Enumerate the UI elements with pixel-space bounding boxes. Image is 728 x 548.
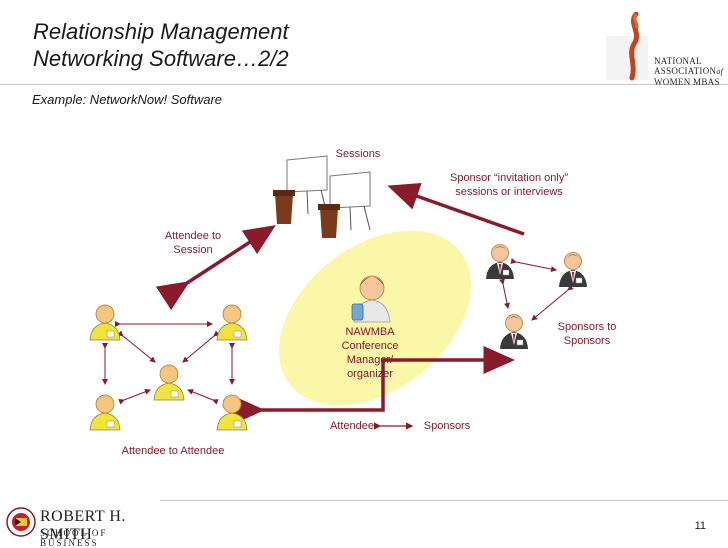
attendee-to-session-line-2: Session — [148, 243, 238, 257]
sponsors-label: Sponsors — [414, 419, 480, 433]
attendee-to-session-label: Attendee to Session — [148, 229, 238, 257]
sponsor-network-links — [503, 262, 568, 320]
sponsor-avatar-icon — [486, 245, 514, 280]
sponsors-to-sponsors-label: Sponsors to Sponsors — [542, 320, 632, 348]
attendee-avatar-icon — [154, 365, 184, 400]
organizer-label: NAWMBA Conference Manager/ organizer — [326, 325, 414, 381]
page-number: 11 — [695, 520, 706, 532]
university-seal-icon — [6, 504, 36, 540]
footer-divider — [160, 500, 728, 501]
attendee-avatar-icon — [217, 305, 247, 340]
attendee-to-attendee-label: Attendee to Attendee — [100, 444, 246, 458]
attendee-avatar-icon — [90, 305, 120, 340]
rhsmith-sub-text: SCHOOL OF BUSINESS — [40, 528, 166, 548]
attendee-avatar-icon — [90, 395, 120, 430]
sponsors-to-sponsors-line-1: Sponsors to — [542, 320, 632, 334]
sponsor-invitation-label: Sponsor “invitation only” sessions or in… — [424, 171, 594, 199]
rhsmith-logo: ROBERT H. SMITH SCHOOL OF BUSINESS — [6, 504, 166, 542]
attendee-label: Attendee — [320, 419, 384, 433]
attendee-to-session-line-1: Attendee to — [148, 229, 238, 243]
sponsor-invitation-line-2: sessions or interviews — [424, 185, 594, 199]
organizer-line-3: Manager/ — [326, 353, 414, 367]
session-boards-icon — [273, 156, 370, 238]
attendee-avatar-icon — [217, 395, 247, 430]
sponsor-avatar-icon — [500, 315, 528, 350]
sponsor-avatar-icon — [559, 253, 587, 288]
sponsor-invitation-line-1: Sponsor “invitation only” — [424, 171, 594, 185]
sessions-label: Sessions — [320, 147, 396, 161]
organizer-line-2: Conference — [326, 339, 414, 353]
organizer-line-4: organizer — [326, 367, 414, 381]
organizer-line-1: NAWMBA — [326, 325, 414, 339]
sponsors-to-sponsors-line-2: Sponsors — [542, 334, 632, 348]
